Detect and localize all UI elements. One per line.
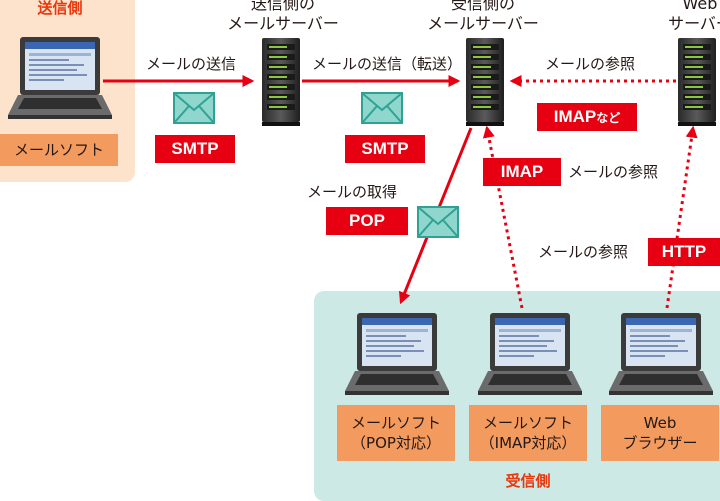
imap-badge: IMAP [483, 158, 561, 186]
laptop-icon [8, 37, 112, 119]
sender-zone-title: 送信側 [37, 0, 83, 17]
transfer-label: メールの送信（転送） [312, 55, 463, 73]
imap-client-box: メールソフト（IMAP対応） [469, 405, 587, 461]
pop-client-box: メールソフト（POP対応） [337, 405, 455, 461]
retrieve-label: メールの取得 [307, 183, 398, 201]
receiver-zone-title: 受信側 [505, 472, 551, 490]
envelope-icon [361, 92, 403, 124]
server-icon [678, 38, 716, 126]
http-badge: HTTP [648, 238, 720, 266]
smtp-badge: SMTP [155, 135, 235, 163]
imap-etc-badge: IMAPなど [537, 103, 637, 131]
pop-badge: POP [326, 207, 408, 235]
server-icon [466, 38, 504, 126]
send-label: メールの送信 [146, 55, 237, 73]
laptop-icon [345, 313, 449, 395]
sender-server-label: 送信側のメールサーバー [227, 0, 339, 33]
receiver-server-label: 受信側のメールサーバー [427, 0, 539, 33]
server-icon [262, 38, 300, 126]
imap-ref-label: メールの参照 [568, 163, 659, 181]
envelope-icon [417, 206, 459, 238]
http-ref-label: メールの参照 [538, 243, 629, 261]
http-ref-arrow [665, 125, 698, 309]
smtp-badge: SMTP [345, 135, 425, 163]
ref-top-label: メールの参照 [545, 55, 636, 73]
laptop-icon [609, 313, 713, 395]
envelope-icon [173, 92, 215, 124]
laptop-icon [478, 313, 582, 395]
imap-ref-arrow [482, 125, 524, 309]
web-server-label: Webサーバー [668, 0, 720, 33]
sender-mail-software: メールソフト [0, 134, 118, 166]
